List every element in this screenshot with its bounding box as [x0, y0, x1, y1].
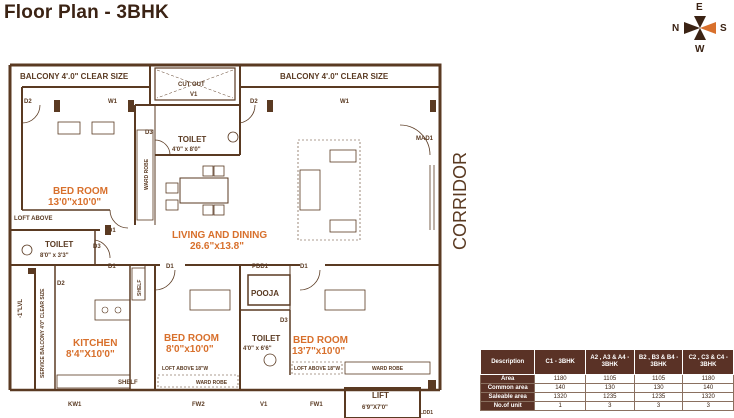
ward-robe-a-label: WARD ROBE: [196, 380, 228, 386]
table-cell: 1105: [633, 374, 684, 384]
table-cell: 3: [682, 401, 734, 411]
compass-n: N: [672, 23, 679, 34]
table-cell: 130: [633, 383, 684, 393]
table-header-cell: C2 , C3 & C4 - 3BHK: [682, 349, 734, 375]
ldd1-label: LDD1: [420, 410, 433, 416]
toilet-1-dim: 4'0" x 8'0": [172, 147, 201, 153]
ward-robe-vertical-label: WARD ROBE: [144, 158, 150, 190]
table-row: Common area 140 130 130 140: [479, 383, 734, 393]
w1-a-label: W1: [108, 99, 118, 105]
pdd1-label: PDD1: [252, 264, 269, 270]
table-header-cell: B2 , B3 & B4 - 3BHK: [633, 349, 684, 375]
bedroom-1-label: BED ROOM: [53, 186, 108, 197]
d1-b-label: D1: [108, 264, 116, 270]
lift-label: LIFT: [372, 391, 389, 400]
table-header-cell: A2 , A3 & A4 - 3BHK: [584, 349, 635, 375]
corridor-label: CORRIDOR: [450, 152, 470, 250]
table-cell: 1180: [534, 374, 586, 384]
bedroom-3-label: BED ROOM: [293, 335, 348, 346]
d2-a-label: D2: [24, 99, 32, 105]
outer-wall-top-right: [10, 63, 442, 390]
compass-e: E: [696, 2, 703, 13]
living-label: LIVING AND DINING: [172, 230, 267, 241]
loft-above-label: LOFT ABOVE: [14, 216, 52, 222]
table-cell: 130: [584, 383, 635, 393]
one-lvl-label: -1"LVL: [18, 299, 24, 318]
shelf-vertical-label: SHELF: [137, 280, 143, 296]
table-cell: 3: [633, 401, 684, 411]
d1-d-label: D1: [300, 264, 308, 270]
w1-b-label: W1: [340, 99, 350, 105]
cutout-walls: [149, 65, 241, 105]
d1-c-label: D1: [166, 264, 174, 270]
table-cell: 3: [584, 401, 635, 411]
loft-above-18-a-label: LOFT ABOVE 18"W: [162, 366, 208, 372]
wardrobe-vertical: [136, 129, 154, 221]
ward-robe-b-label: WARD ROBE: [372, 366, 404, 372]
d2-b-label: D2: [250, 99, 258, 105]
balcony-left-label: BALCONY 4'.0" CLEAR SIZE: [20, 72, 129, 81]
compass-s: S: [720, 23, 727, 34]
toilet-2-label: TOILET: [45, 240, 73, 249]
d1-a-label: D1: [108, 228, 116, 234]
table-row-label: Common area: [479, 383, 536, 393]
table-header-cell: C1 - 3BHK: [534, 349, 586, 375]
table-cell: 1180: [682, 374, 734, 384]
balcony-right-label: BALCONY 4'.0" CLEAR SIZE: [280, 72, 389, 81]
compass-icon: E N S W: [672, 2, 727, 55]
table-row-label: Area: [479, 374, 536, 384]
page-title: Floor Plan - 3BHK: [4, 2, 169, 23]
area-table: Description C1 - 3BHK A2 , A3 & A4 - 3BH…: [479, 349, 734, 411]
table-header-cell: Description: [479, 349, 536, 375]
table-cell: 1320: [682, 392, 734, 402]
table-cell: 1320: [534, 392, 586, 402]
table-cell: 140: [682, 383, 734, 393]
kitchen-dim: 8'4"X10'0": [66, 349, 115, 360]
area-table-header: Description C1 - 3BHK A2 , A3 & A4 - 3BH…: [479, 349, 734, 375]
toilet-3-label: TOILET: [252, 334, 280, 343]
cut-out-box: [154, 67, 236, 101]
d3-b-label: D3: [93, 244, 101, 250]
shelf-label: SHELF: [118, 380, 138, 386]
d3-a-label: D3: [145, 130, 153, 136]
bedroom-3-dim: 13'7"x10'0": [292, 346, 345, 357]
lift-dim: 6'9"X7'0": [362, 405, 388, 411]
table-cell: 140: [534, 383, 586, 393]
loft-above-18-b-label: LOFT ABOVE 18"W: [294, 366, 340, 372]
table-cell: 1235: [584, 392, 635, 402]
table-cell: 1235: [633, 392, 684, 402]
d2-c-label: D2: [57, 281, 65, 287]
v1-bottom-label: V1: [260, 402, 268, 408]
table-row: No.of unit 1 3 3 3: [479, 401, 734, 411]
table-cell: 1105: [584, 374, 635, 384]
bedroom-1-dim: 13'0"x10'0": [48, 197, 101, 208]
pooja-label: POOJA: [251, 289, 279, 298]
toilet-2-dim: 8'0" x 3'3": [40, 253, 69, 259]
table-row: Area 1180 1105 1105 1180: [479, 374, 734, 384]
toilet-1-label: TOILET: [178, 135, 206, 144]
table-row-label: No.of unit: [479, 401, 536, 411]
table-cell: 1: [534, 401, 586, 411]
table-row: Saleable area 1320 1235 1235 1320: [479, 392, 734, 402]
d3-c-label: D3: [280, 318, 288, 324]
v1-top-label: V1: [190, 92, 198, 98]
kw1-label: KW1: [68, 402, 82, 408]
mad1-label: MAD1: [416, 136, 434, 142]
cut-out-cross: [156, 69, 234, 99]
fw1-label: FW1: [310, 402, 323, 408]
living-dim: 26.6"x13.8": [190, 241, 244, 252]
bedroom-2-label: BED ROOM: [164, 333, 219, 344]
service-balcony-label: SERVICE BALCONY 4'0" CLEAR SIZE: [40, 288, 46, 378]
cut-out-label: CUT OUT: [178, 82, 205, 88]
kitchen-label: KITCHEN: [73, 338, 117, 349]
table-row-label: Saleable area: [479, 392, 536, 402]
fw2-label: FW2: [192, 402, 205, 408]
toilet-3-dim: 4'0" x 6'6": [243, 346, 272, 352]
bedroom-2-dim: 8'0"x10'0": [166, 344, 214, 355]
compass-w: W: [695, 44, 705, 55]
